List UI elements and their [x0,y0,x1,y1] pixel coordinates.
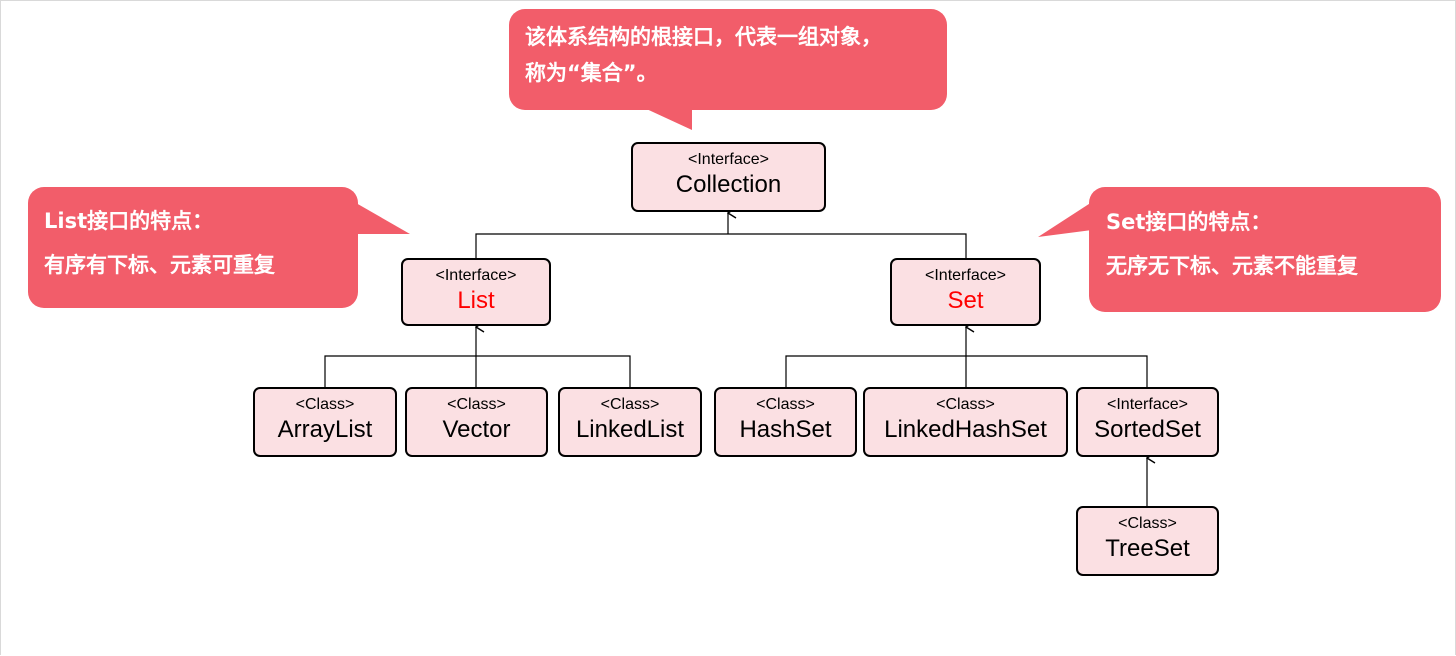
node-arraylist: <Class> ArrayList [253,387,397,457]
callout-pointer-list [356,203,410,234]
node-linkedhashset-name: LinkedHashSet [884,416,1047,443]
callout-pointer-set [1038,202,1092,237]
connector-arraylist-vector-linkedlist [324,355,631,388]
node-treeset: <Class> TreeSet [1076,506,1219,576]
node-linkedlist-stereotype: <Class> [600,396,660,413]
callout-set-line2: 无序无下标、元素不能重复 [1106,254,1358,278]
node-sortedset-stereotype: <Interface> [1107,396,1188,413]
connector-list-to-collection [475,233,967,260]
callout-root-line2: 称为“集合”。 [525,61,658,85]
node-vector-stereotype: <Class> [447,396,506,413]
callout-set-line1: Set接口的特点： [1106,210,1272,234]
callout-root-line1: 该体系结构的根接口，代表一组对象， [525,25,882,49]
node-set-name: Set [947,287,984,314]
node-arraylist-name: ArrayList [277,416,373,443]
node-vector-name: Vector [442,416,511,443]
node-hashset: <Class> HashSet [714,387,857,457]
node-treeset-stereotype: <Class> [1118,515,1177,532]
node-linkedhashset: <Class> LinkedHashSet [863,387,1068,457]
node-sortedset: <Interface> SortedSet [1076,387,1219,457]
node-hashset-stereotype: <Class> [756,396,815,413]
node-collection-stereotype: <Interface> [688,151,769,168]
node-hashset-name: HashSet [739,416,832,443]
node-list: <Interface> List [401,258,551,326]
callout-pointer-root [640,106,692,130]
node-treeset-name: TreeSet [1105,535,1190,562]
node-linkedhashset-stereotype: <Class> [936,396,995,413]
callout-list-line1: List接口的特点： [44,209,214,233]
node-linkedlist: <Class> LinkedList [558,387,702,457]
callout-list-line2: 有序有下标、元素可重复 [44,253,275,277]
node-linkedlist-name: LinkedList [575,416,685,443]
node-list-stereotype: <Interface> [435,267,517,284]
node-collection: <Interface> Collection [631,142,826,212]
node-set-stereotype: <Interface> [925,267,1006,284]
node-list-name: List [457,287,495,314]
callout-list-description: List接口的特点： 有序有下标、元素可重复 [28,187,358,308]
node-vector: <Class> Vector [405,387,548,457]
callout-root-description: 该体系结构的根接口，代表一组对象， 称为“集合”。 [509,9,947,110]
node-set: <Interface> Set [890,258,1041,326]
node-arraylist-stereotype: <Class> [295,396,355,413]
callout-set-description: Set接口的特点： 无序无下标、元素不能重复 [1089,187,1441,312]
node-sortedset-name: SortedSet [1094,416,1201,443]
node-collection-name: Collection [675,171,782,198]
